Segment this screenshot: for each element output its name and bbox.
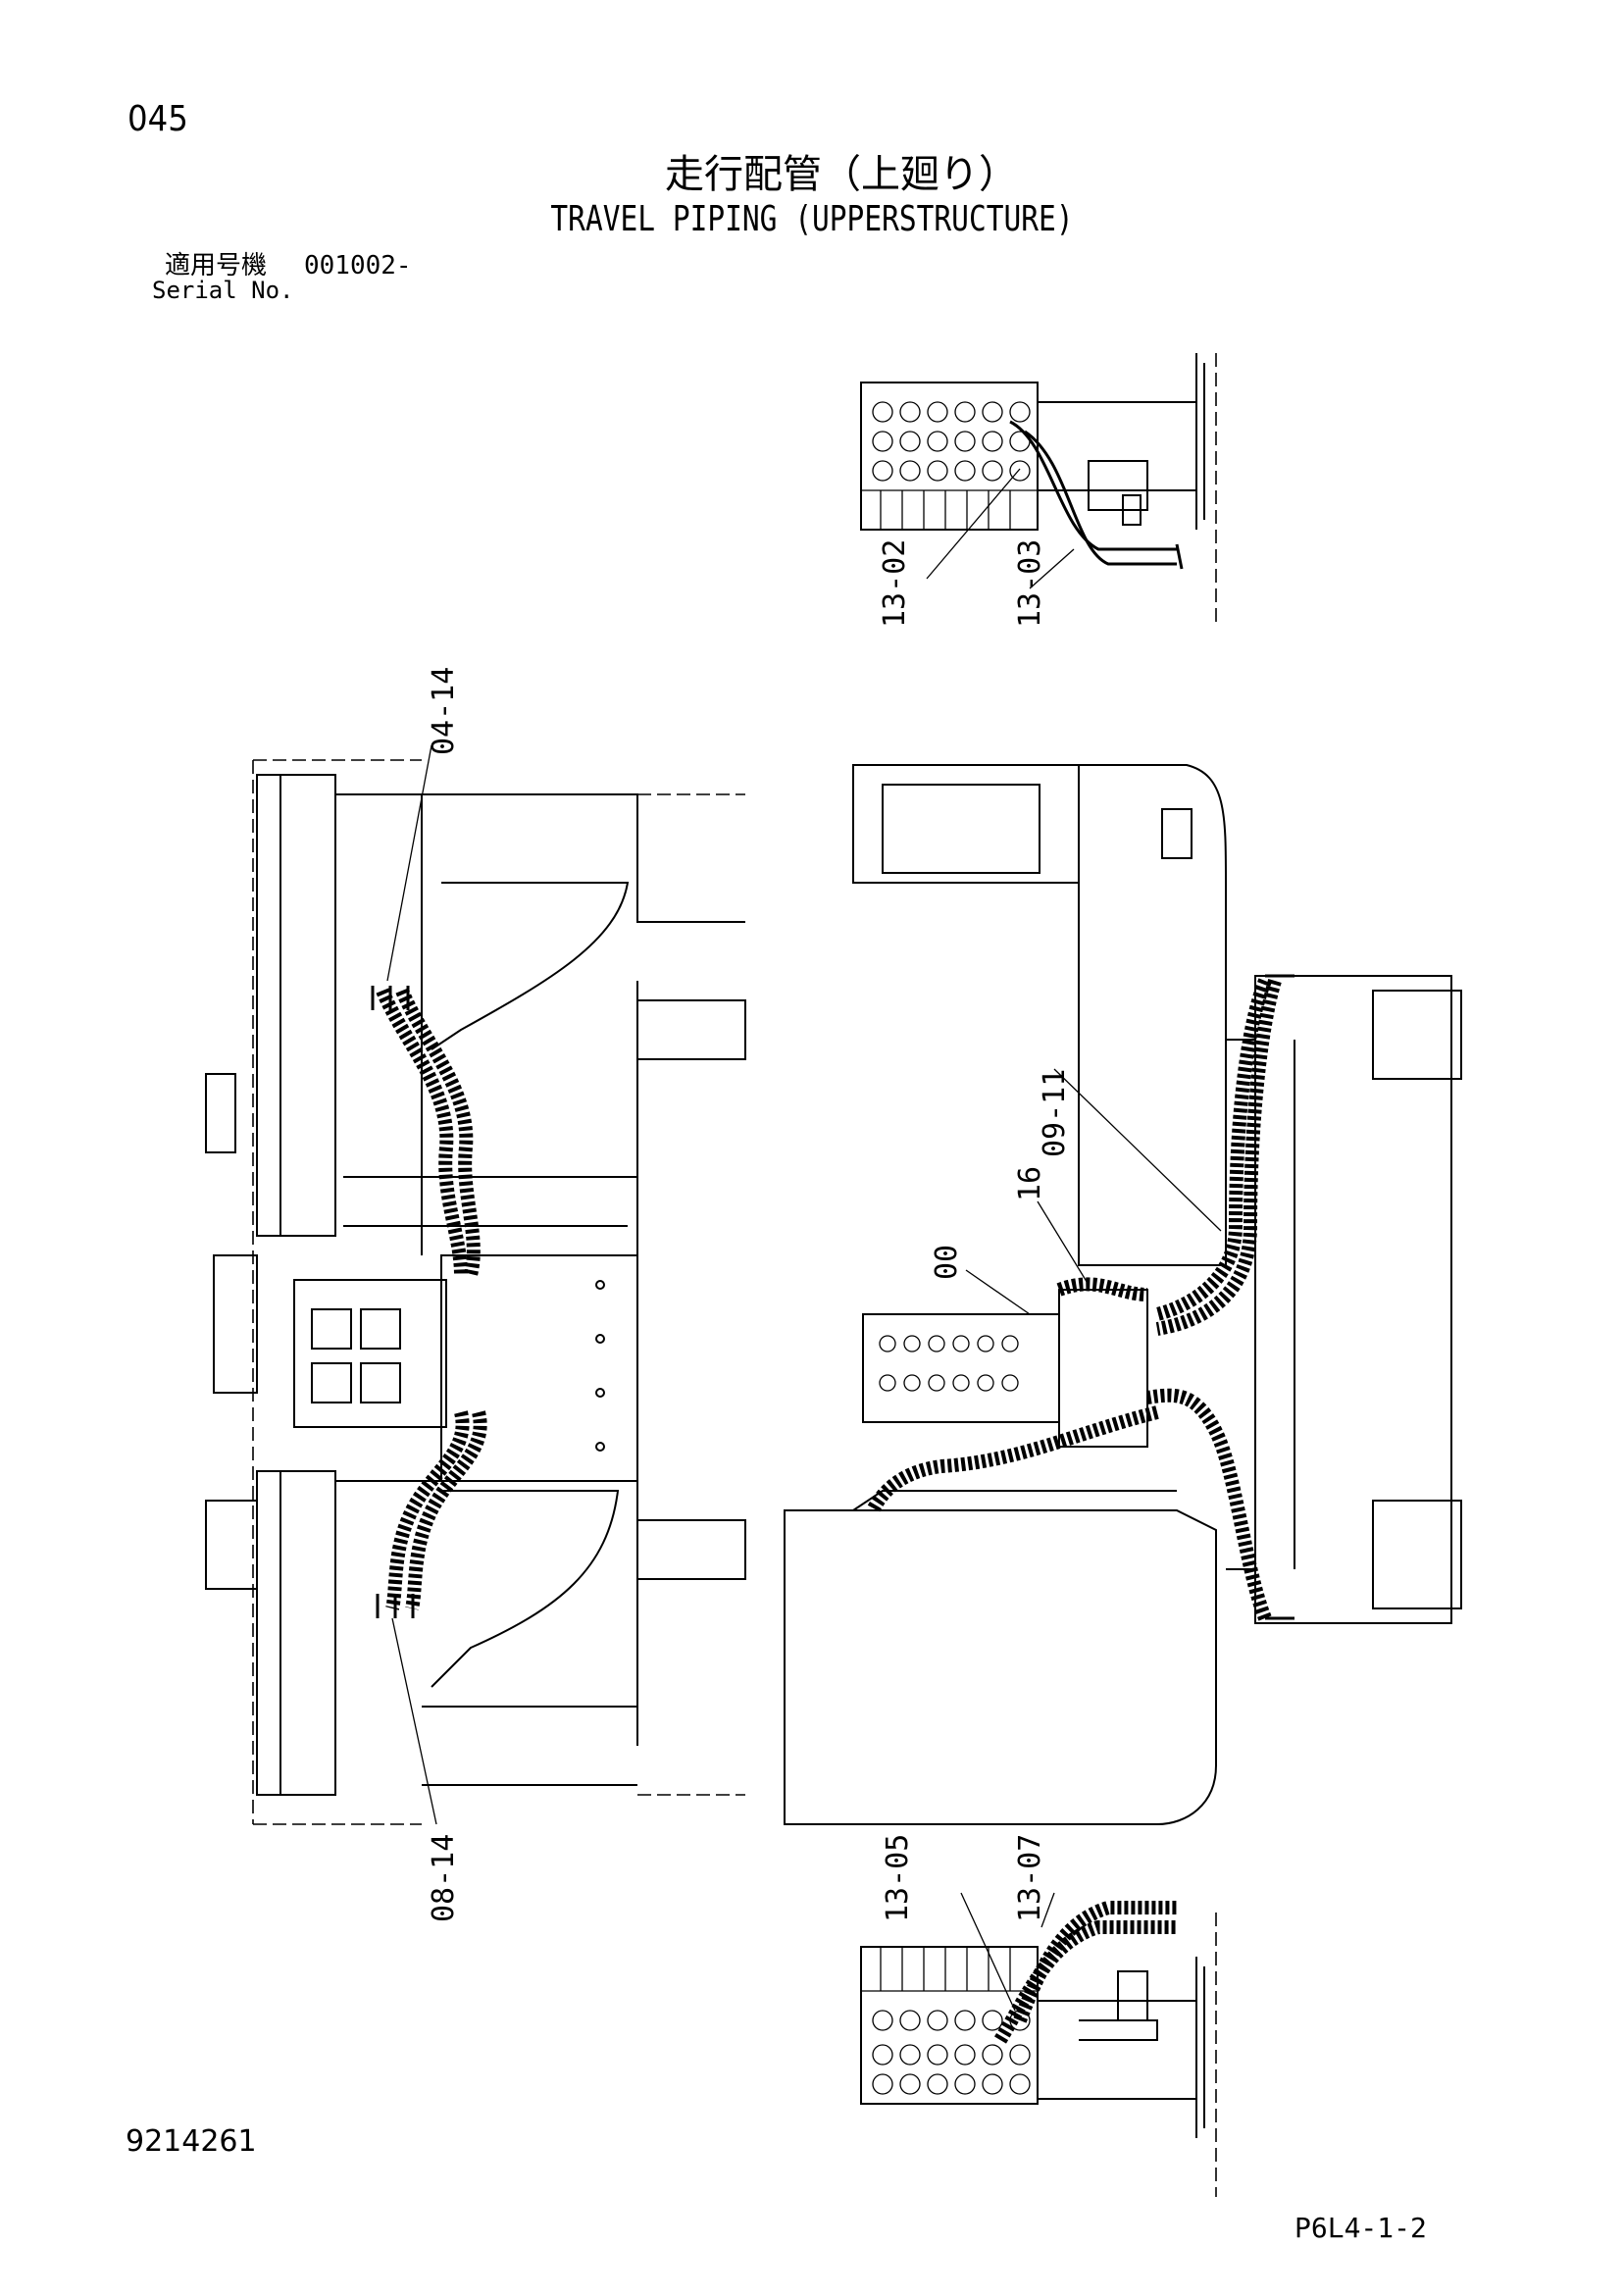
callout-13-03: 13-03: [1013, 539, 1047, 628]
callout-13-05: 13-05: [881, 1834, 915, 1922]
serial-value: 001002-: [304, 251, 412, 281]
callout-00: 00: [930, 1245, 964, 1280]
top-detail-view: 13-02 13-03: [860, 353, 1217, 628]
serial-label-english: Serial No.: [152, 277, 294, 304]
callout-04-14: 04-14: [427, 667, 461, 755]
control-valve-bottom: [860, 1946, 1039, 2105]
callout-13-02: 13-02: [878, 539, 912, 628]
bottom-detail-view: 13-05 13-07: [860, 1834, 1217, 2197]
callout-08-14: 08-14: [427, 1834, 461, 1922]
document-code: 9214261: [126, 2124, 257, 2159]
callout-09-11: 09-11: [1038, 1069, 1072, 1157]
page-number: 045: [127, 99, 188, 139]
serial-label-japanese: 適用号機: [165, 251, 268, 281]
callout-16: 16: [1013, 1166, 1047, 1201]
right-main-view: 09-11 16 00: [784, 764, 1462, 1825]
callout-13-07: 13-07: [1013, 1834, 1047, 1922]
left-main-view: 04-14 08-14: [205, 667, 746, 1922]
title-japanese: 走行配管（上廻り）: [665, 152, 1018, 197]
title-english: TRAVEL PIPING (UPPERSTRUCTURE): [550, 199, 1074, 239]
page-reference: P6L4-1-2: [1294, 2212, 1427, 2244]
control-valve-top: [860, 382, 1039, 531]
